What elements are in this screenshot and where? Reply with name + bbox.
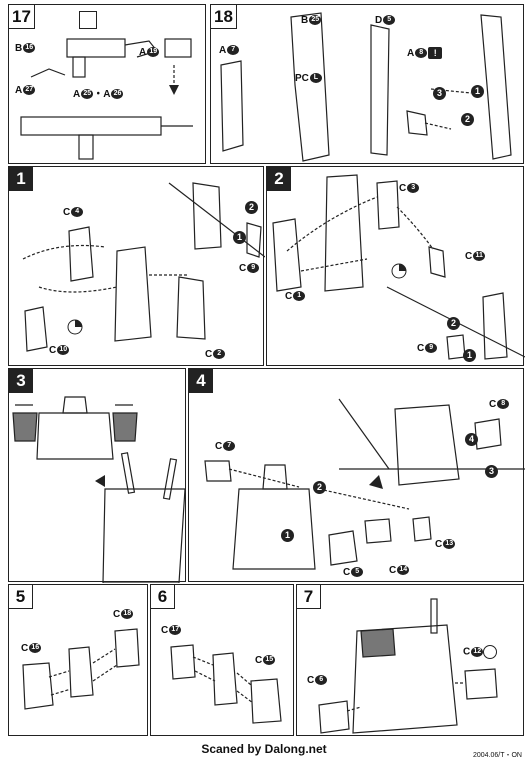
order-marker: 1 — [281, 529, 294, 542]
order-marker: 2 — [461, 113, 474, 126]
scan-credit: Scaned by Dalong.net — [201, 742, 327, 756]
order-marker: 1 — [463, 349, 476, 362]
step-number: 17 — [9, 5, 35, 29]
order-marker: 2 — [313, 481, 326, 494]
step-5-drawing — [22, 628, 140, 710]
step-number: 1 — [9, 167, 33, 191]
step-3-panel: 3 — [8, 368, 186, 583]
order-marker: 3 — [485, 465, 498, 478]
step-18-drawing — [220, 12, 512, 162]
step-2-drawing — [272, 174, 525, 360]
order-marker: 2 — [447, 317, 460, 330]
step-number: 5 — [9, 585, 33, 609]
step-4-drawing — [204, 398, 525, 570]
print-code: 2004.06/T・ON — [472, 752, 522, 759]
order-marker: 1 — [471, 85, 484, 98]
step-6-drawing — [170, 644, 282, 724]
step-number: 2 — [267, 167, 291, 191]
step-number: 6 — [151, 585, 175, 609]
warning-icon: ! — [428, 47, 443, 59]
step-17-drawing — [20, 38, 193, 160]
step-3-drawing — [12, 396, 186, 583]
order-marker: 2 — [245, 201, 258, 214]
step-7-drawing — [318, 598, 498, 734]
step-number: 4 — [189, 369, 213, 393]
step-number: 3 — [9, 369, 33, 393]
step-number: 7 — [297, 585, 321, 609]
nipper-tool-icon — [79, 11, 97, 29]
step-number: 18 — [211, 5, 237, 29]
order-marker: 4 — [465, 433, 478, 446]
order-marker: 1 — [233, 231, 246, 244]
order-marker: 3 — [433, 87, 446, 100]
step-1-drawing — [22, 182, 265, 352]
double-sided-icon — [483, 645, 498, 659]
